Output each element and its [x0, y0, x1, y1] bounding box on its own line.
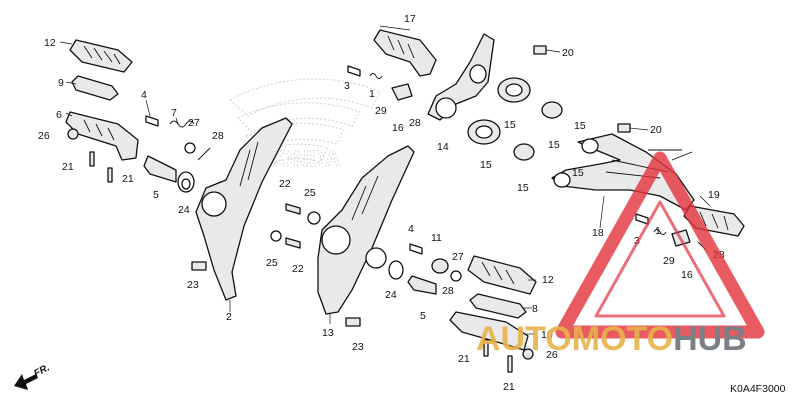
callout-16: 16 [392, 122, 404, 134]
automotohub-watermark: AUTOMOTOHUB [476, 151, 765, 358]
callout-15: 15 [574, 120, 586, 132]
watermark-triangle-icon [555, 151, 765, 339]
callout-19: 19 [708, 189, 720, 201]
callout-20: 20 [562, 47, 574, 59]
callout-1: 1 [655, 225, 661, 237]
rider-bracket-2 [195, 117, 293, 301]
part-drawings [65, 29, 745, 373]
callout-29: 29 [663, 255, 675, 267]
callout-13: 13 [322, 327, 334, 339]
callout-24: 24 [178, 204, 190, 216]
spring-7 [169, 120, 195, 128]
svg-text:AUTOMOTOHUB: AUTOMOTOHUB [476, 320, 747, 358]
plate-left [71, 75, 119, 101]
callout-4: 4 [408, 223, 414, 235]
callout-9: 9 [58, 77, 64, 89]
callout-25: 25 [266, 257, 278, 269]
watermark-text-hub: HUB [673, 320, 747, 358]
footpeg-rubber-right [467, 255, 537, 295]
callout-6: 6 [56, 109, 62, 121]
front-direction-indicator: FR. [14, 362, 52, 390]
callout-16: 16 [681, 269, 693, 281]
arrow-icon [14, 374, 38, 390]
callout-17: 17 [404, 13, 416, 25]
callout-10: 10 [541, 329, 553, 341]
callout-27: 27 [188, 117, 200, 129]
pin-4-left [145, 115, 159, 127]
callout-14: 14 [437, 141, 449, 153]
callout-27: 27 [452, 251, 464, 263]
direction-label: FR. [32, 362, 51, 379]
bracket-18-arm [648, 149, 693, 161]
callout-4: 4 [141, 89, 147, 101]
callout-21: 21 [458, 353, 470, 365]
callout-11: 11 [431, 232, 442, 244]
diagram-code: K0A4F3000 [730, 383, 786, 395]
callout-15: 15 [480, 159, 492, 171]
callout-15: 15 [517, 182, 529, 194]
shaft-5-left [143, 155, 177, 183]
callout-23: 23 [187, 279, 199, 291]
callout-28: 28 [409, 117, 421, 129]
callout-23: 23 [352, 341, 364, 353]
callout-29: 29 [375, 105, 387, 117]
callout-15: 15 [504, 119, 516, 131]
callout-15: 15 [548, 139, 560, 151]
callout-12: 12 [542, 274, 554, 286]
leader-lines [59, 25, 711, 335]
footpeg-17 [373, 29, 437, 77]
passenger-bracket-13 [317, 145, 415, 315]
callout-21: 21 [503, 381, 515, 393]
callout-26: 26 [38, 130, 50, 142]
callout-2: 2 [226, 311, 232, 323]
watermark-text-automoto: AUTOMOTO [476, 320, 673, 358]
callout-28: 28 [212, 130, 224, 142]
callout-3: 3 [344, 80, 350, 92]
callout-22: 22 [279, 178, 291, 190]
callout-28: 28 [442, 285, 454, 297]
callout-22: 22 [292, 263, 304, 275]
collar-15-c [541, 101, 563, 119]
callout-1: 1 [369, 88, 375, 100]
callout-26: 26 [546, 349, 558, 361]
callout-12: 12 [44, 37, 56, 49]
callout-7: 7 [171, 107, 177, 119]
footpeg-rubber-left [69, 39, 133, 73]
callout-20: 20 [650, 124, 662, 136]
callout-8: 8 [532, 303, 538, 315]
callout-24: 24 [385, 289, 397, 301]
bolt-26-left [67, 128, 79, 140]
callout-5: 5 [153, 189, 159, 201]
callout-25: 25 [304, 187, 316, 199]
callout-5: 5 [420, 310, 426, 322]
callout-21: 21 [62, 161, 74, 173]
callout-18: 18 [592, 227, 604, 239]
footpeg-10 [449, 311, 529, 351]
callout-15: 15 [572, 167, 584, 179]
callout-21: 21 [122, 173, 134, 185]
collar-15-d [513, 143, 535, 161]
